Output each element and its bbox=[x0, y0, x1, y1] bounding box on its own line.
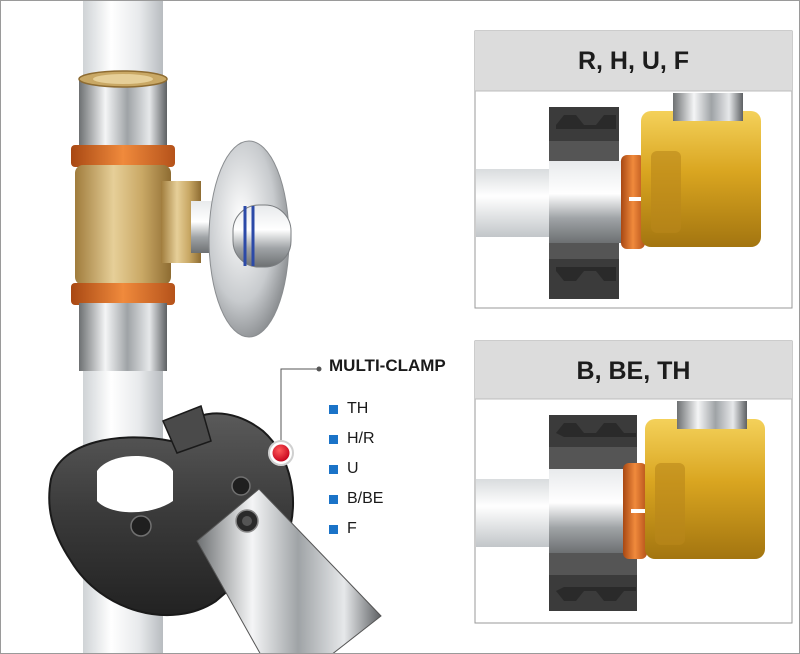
legend-item-label: H/R bbox=[347, 430, 375, 447]
detail-panel-top bbox=[474, 30, 793, 309]
legend-item: F bbox=[329, 514, 383, 544]
legend-item-label: B/BE bbox=[347, 490, 384, 507]
legend-item-label: F bbox=[347, 520, 357, 537]
legend-item-label: U bbox=[347, 460, 359, 477]
legend-item-label: TH bbox=[347, 400, 369, 417]
panel-title-bottom: B, BE, TH bbox=[576, 356, 691, 385]
callout-line bbox=[280, 368, 319, 453]
square-bullet-icon bbox=[329, 404, 338, 414]
press-tool bbox=[48, 404, 382, 653]
square-bullet-icon bbox=[329, 434, 338, 444]
square-bullet-icon bbox=[329, 464, 338, 474]
pipe-assembly bbox=[71, 1, 292, 653]
legend-title: MULTI-CLAMP bbox=[329, 356, 446, 375]
square-bullet-icon bbox=[329, 524, 338, 534]
panel-title-top: R, H, U, F bbox=[577, 46, 690, 75]
legend-item: H/R bbox=[329, 424, 383, 454]
legend-item: U bbox=[329, 454, 383, 484]
legend-item: TH bbox=[329, 394, 383, 424]
legend-list: TH H/R U B/BE F bbox=[329, 394, 383, 544]
square-bullet-icon bbox=[329, 494, 338, 504]
detail-panel-bottom bbox=[474, 340, 793, 624]
legend-item: B/BE bbox=[329, 484, 383, 514]
